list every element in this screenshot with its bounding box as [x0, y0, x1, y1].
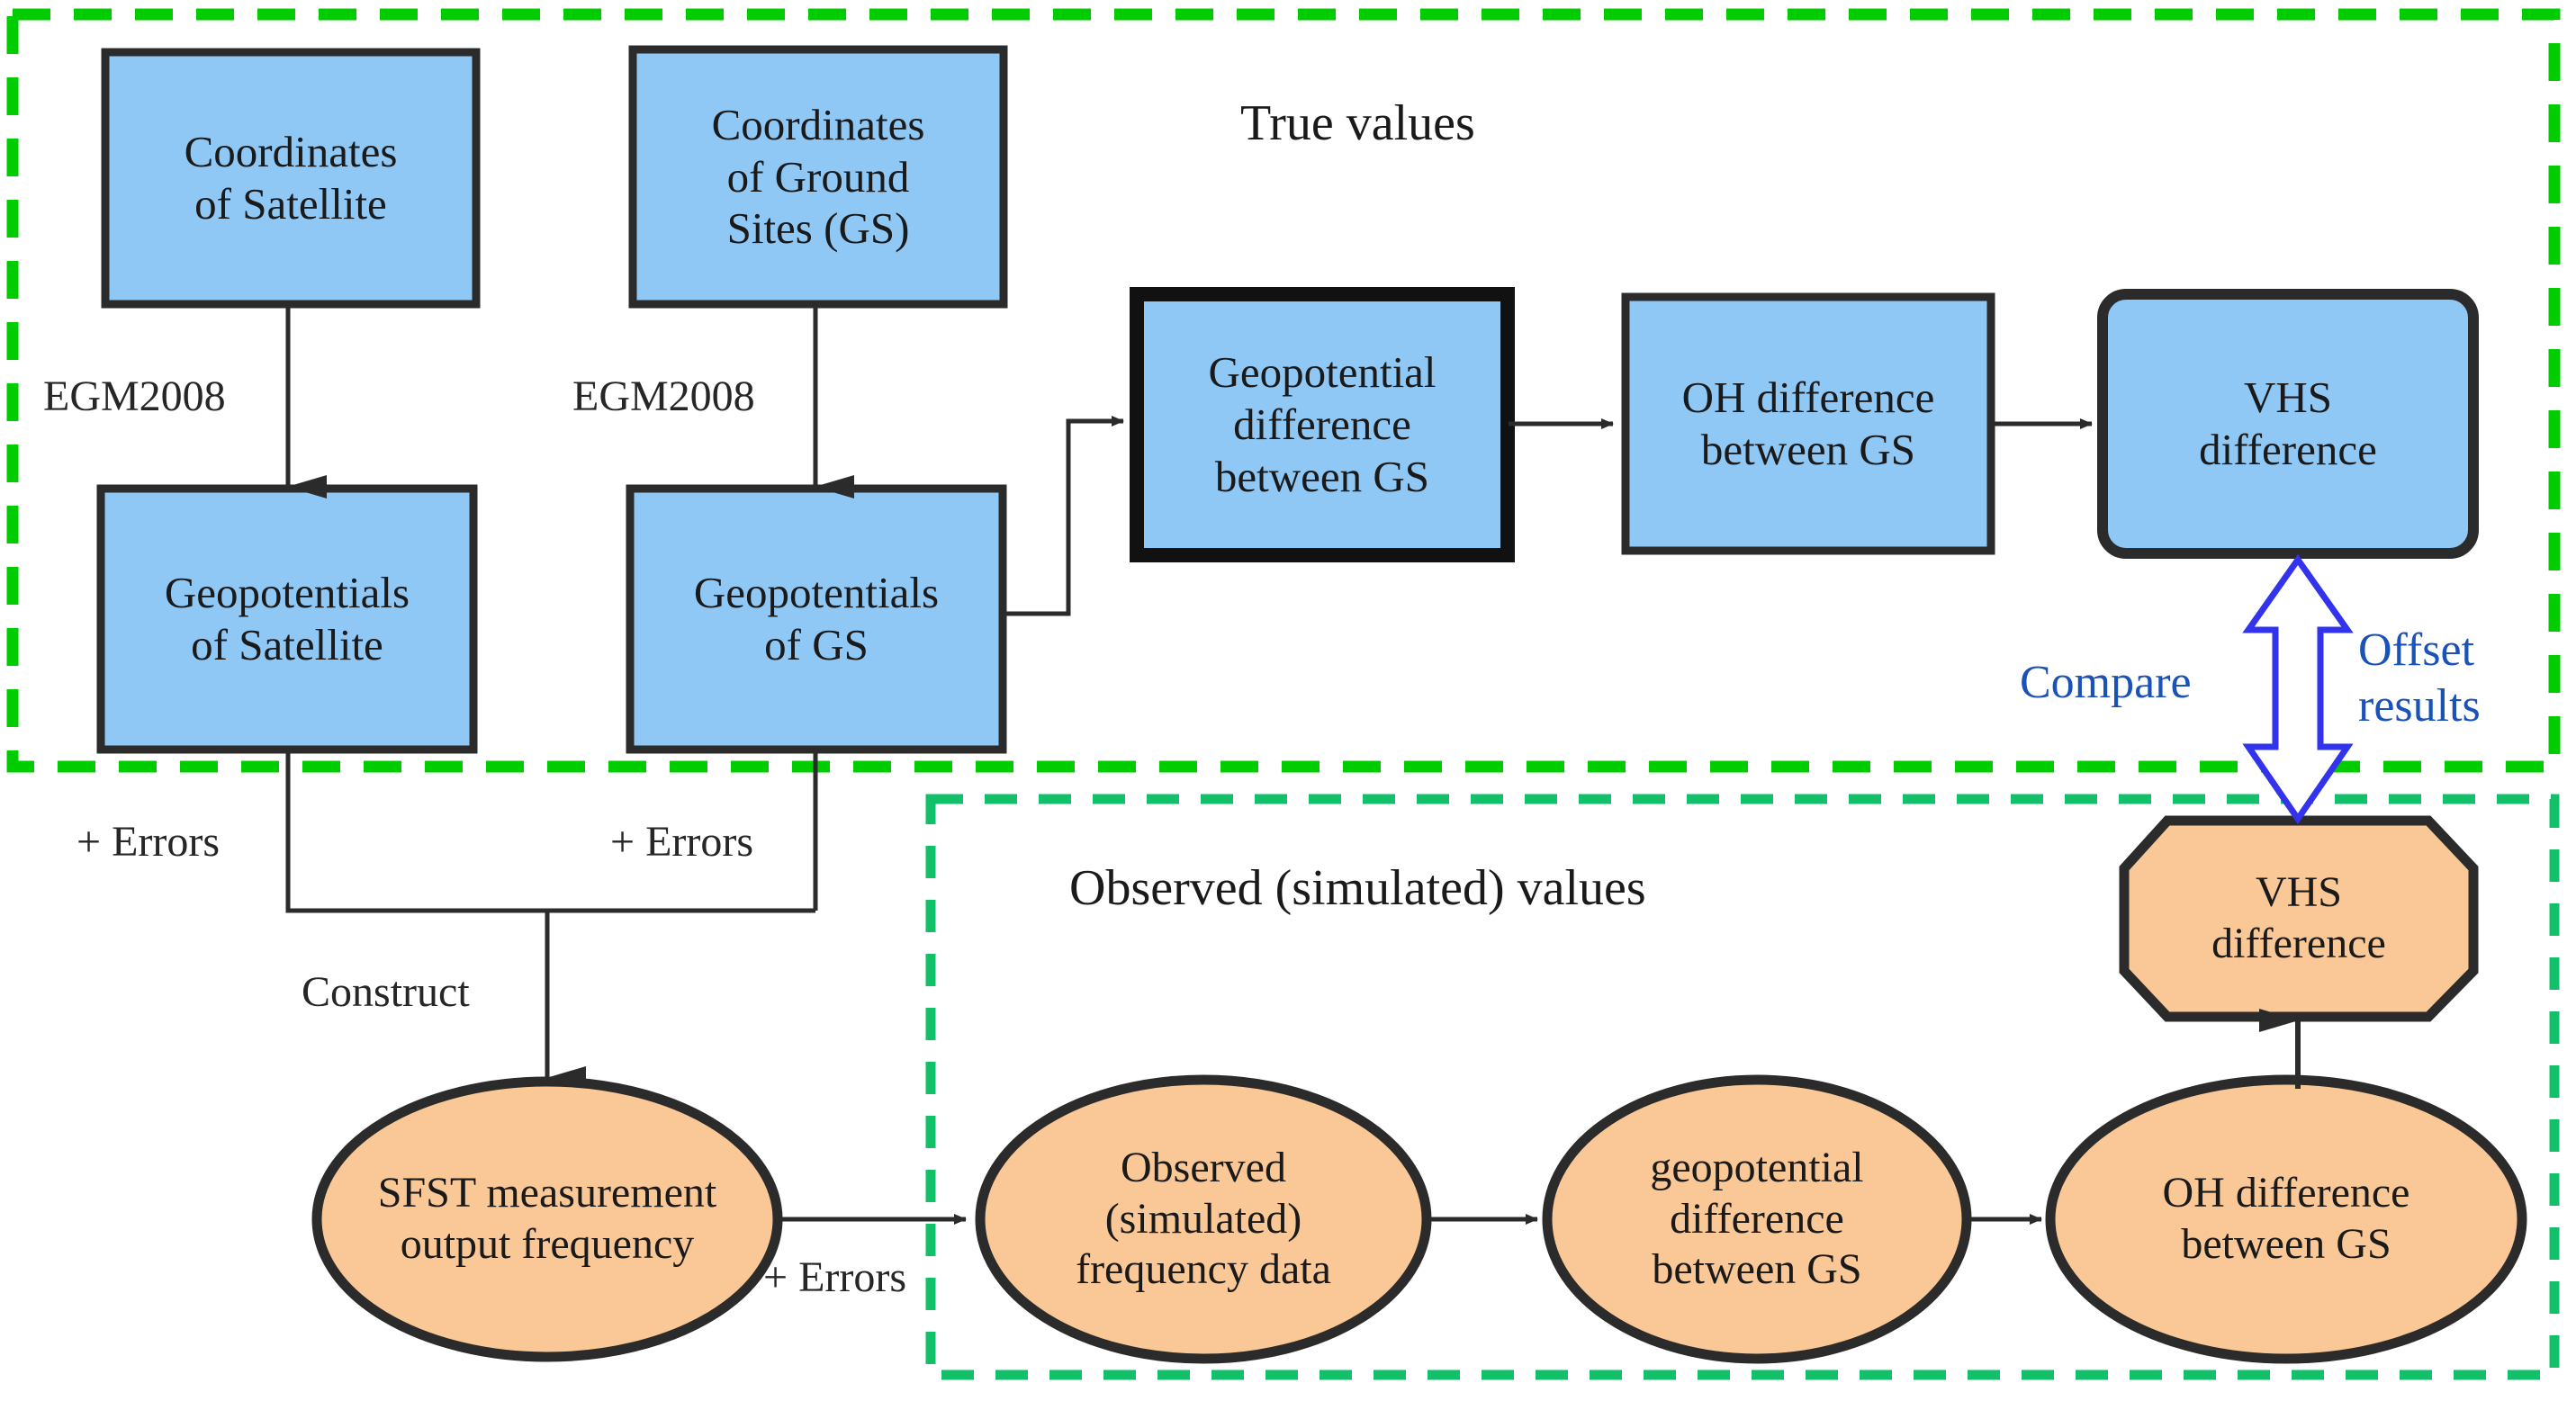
- node-geopotentials-satellite[interactable]: [96, 484, 478, 754]
- edge-label-construct: Construct: [302, 968, 470, 1016]
- group-title-true-values: True values: [1240, 95, 1475, 151]
- compare-label: Compare: [2020, 657, 2192, 708]
- offset-results-label: Offset results: [2358, 624, 2481, 732]
- edge-geopotentials-gs-to-geopotential-difference: [1001, 416, 1124, 616]
- group-frame-observed-values: [925, 794, 2560, 1380]
- edge-label-errors-right: + Errors: [610, 818, 754, 866]
- edge-label-egm2008-left: EGM2008: [43, 373, 226, 420]
- edge-label-egm2008-right: EGM2008: [572, 373, 755, 420]
- node-geopotential-difference-gs-obs[interactable]: [1542, 1074, 1972, 1364]
- edge-label-errors-bottom: + Errors: [763, 1253, 907, 1301]
- node-geopotential-difference-gs[interactable]: [1130, 287, 1515, 562]
- node-oh-difference-gs[interactable]: [1621, 292, 1995, 555]
- node-vhs-difference-true[interactable]: [2097, 289, 2479, 559]
- compare-double-arrow: [2242, 553, 2354, 825]
- node-geopotentials-gs[interactable]: [626, 484, 1007, 754]
- group-frame-true-values: [6, 8, 2561, 773]
- edge-label-errors-left: + Errors: [77, 818, 221, 866]
- node-sfst-measurement[interactable]: [311, 1076, 783, 1362]
- node-coords-ground-sites[interactable]: [628, 45, 1008, 309]
- node-coords-satellite[interactable]: [101, 48, 481, 309]
- node-vhs-difference-observed[interactable]: [2119, 815, 2479, 1022]
- edge-geopotentials-satellite-to-sfst: [285, 753, 818, 913]
- node-observed-frequency-data[interactable]: [975, 1074, 1432, 1364]
- group-title-observed-values: Observed (simulated) values: [1069, 860, 1646, 916]
- node-oh-difference-gs-obs[interactable]: [2045, 1074, 2527, 1364]
